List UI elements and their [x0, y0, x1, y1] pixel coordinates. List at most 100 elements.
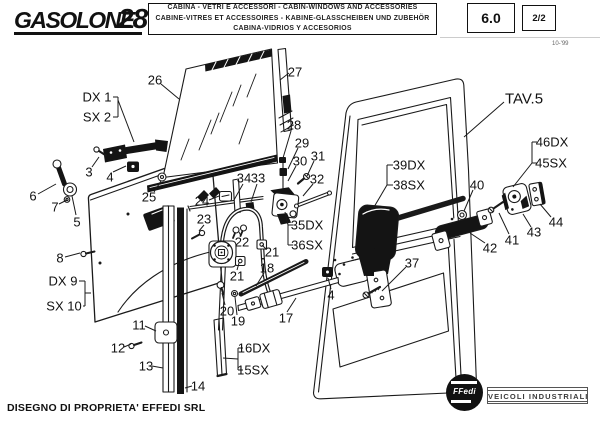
leader-line: [234, 296, 238, 316]
part-label: TAV.5: [505, 90, 543, 107]
part-label: 3: [85, 165, 92, 180]
leader-line: [498, 212, 510, 235]
window-glass: [162, 48, 279, 179]
leader-line: [91, 156, 100, 168]
part-label: 20: [220, 304, 234, 319]
part-label: 19: [231, 314, 245, 329]
part-label: 25: [142, 190, 156, 205]
part-label: 23: [197, 212, 211, 227]
leader-line: [261, 244, 267, 250]
part-label: 7: [51, 200, 58, 215]
leader-line: [302, 183, 314, 197]
part-label: 30: [293, 154, 307, 169]
part-label: 5: [73, 215, 80, 230]
page-indicator-box: 2/2: [522, 5, 556, 31]
part-label: 21: [230, 269, 244, 284]
section-number-box: 6.0: [467, 3, 515, 33]
part-label: 24: [195, 194, 209, 209]
part-label: 28: [287, 118, 301, 133]
part-label: DX 1: [83, 90, 112, 105]
leader-lines: [37, 72, 552, 389]
leader-line: [222, 357, 239, 360]
part-label: 42: [483, 241, 497, 256]
part-label: 4: [327, 288, 334, 303]
leader-line: [327, 277, 332, 290]
grab-handle: [431, 208, 493, 251]
title-block: CABINA - VETRI E ACCESSORI - CABIN-WINDO…: [148, 3, 437, 35]
part-label: 32: [310, 172, 324, 187]
part-label: 21: [265, 245, 279, 260]
door-nut: [322, 267, 333, 277]
effedi-logo-icon: FFedi: [446, 374, 483, 411]
brand-logo: GASOLONE: [14, 9, 142, 35]
property-note: DISEGNO DI PROPRIETA' EFFEDI SRL: [7, 402, 206, 414]
part-label: SX 10: [46, 299, 81, 314]
part-label: 36SX: [291, 238, 323, 253]
part-label: 16DX: [238, 341, 271, 356]
glass-frame-rail: [277, 47, 294, 133]
part-label: 6: [29, 189, 36, 204]
logo-stripe: [451, 400, 471, 403]
leader-line: [236, 262, 240, 271]
part-label: 31: [311, 149, 325, 164]
leader-line: [287, 147, 299, 170]
leader-line: [279, 72, 290, 81]
part-label: 33: [251, 171, 265, 186]
window-crank: [52, 159, 78, 203]
leader-line: [221, 292, 226, 306]
glass-run-channel: [128, 205, 188, 394]
part-label: 38SX: [393, 178, 425, 193]
leader-line: [160, 83, 180, 100]
part-label: 43: [527, 225, 541, 240]
leader-line: [250, 183, 258, 203]
leader-line: [153, 180, 162, 193]
part-label: 35DX: [291, 218, 324, 233]
part-label: SX 2: [83, 110, 111, 125]
leader-line: [37, 183, 57, 195]
part-label: 26: [148, 73, 162, 88]
part-label: 40: [470, 178, 484, 193]
leader-line: [71, 195, 77, 216]
title-line-3: CABINA-VIDRIOS Y ACCESORIOS: [233, 25, 352, 33]
part-label: 27: [288, 65, 302, 80]
revision-date: 10-'99: [552, 41, 569, 47]
leader-line: [539, 203, 552, 218]
revision-rule: [440, 37, 600, 38]
manufacturer-badge: VEICOLI INDUSTRIALI: [487, 387, 588, 404]
door-mount-holes: [333, 217, 454, 276]
part-label: 37: [405, 256, 419, 271]
part-label: 22: [235, 235, 249, 250]
part-label: 4: [106, 170, 113, 185]
part-label: 34: [237, 171, 251, 186]
exterior-door-handle: [93, 139, 168, 172]
leader-line: [286, 297, 297, 313]
grommet: [456, 209, 468, 221]
leader-line: [512, 162, 533, 188]
part-label: 12: [111, 341, 125, 356]
leader-line: [233, 183, 244, 201]
glass-bottom-rail: [147, 154, 287, 193]
part-label: 8: [56, 251, 63, 266]
part-label: 45SX: [535, 156, 567, 171]
lower-glass-channel: [213, 317, 228, 378]
lock-screw: [487, 201, 504, 214]
part-label: 18: [260, 261, 274, 276]
manufacturer-name: VEICOLI INDUSTRIALI: [488, 389, 589, 402]
leader-line: [117, 99, 135, 143]
leader-line: [469, 232, 486, 244]
part-label: 17: [279, 311, 293, 326]
regulator-screw: [191, 229, 206, 240]
part-label: 13: [139, 359, 153, 374]
part-label: 29: [295, 136, 309, 151]
title-line-2: CABINE-VITRES ET ACCESSOIRES - KABINE-GL…: [155, 14, 430, 22]
panel-screw: [80, 250, 96, 258]
leader-line: [306, 160, 315, 177]
part-label: 41: [505, 233, 519, 248]
part-label: 44: [549, 215, 563, 230]
leader-line: [287, 165, 297, 182]
leader-line: [151, 365, 164, 369]
part-label: 11: [132, 318, 146, 333]
leader-line: [64, 252, 81, 258]
